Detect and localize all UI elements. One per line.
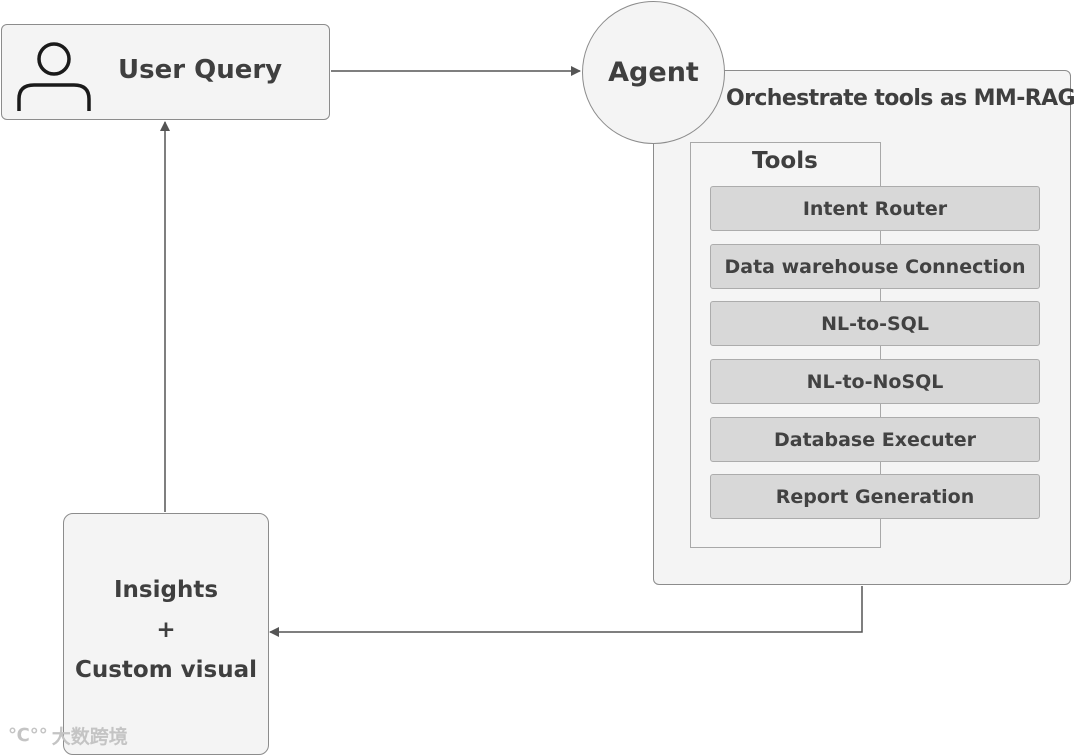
custom-visual-label: Custom visual bbox=[74, 657, 258, 683]
tool-nl-to-sql: NL-to-SQL bbox=[710, 301, 1040, 346]
agent-node: Agent bbox=[582, 1, 725, 144]
tool-data-warehouse-connection: Data warehouse Connection bbox=[710, 244, 1040, 289]
watermark: ℃°° 大数跨境 bbox=[8, 722, 128, 749]
tool-report-generation: Report Generation bbox=[710, 474, 1040, 519]
user-query-node: User Query bbox=[1, 24, 330, 120]
insights-node: Insights + Custom visual bbox=[63, 513, 269, 755]
watermark-text: 大数跨境 bbox=[51, 726, 128, 748]
plus-label: + bbox=[156, 617, 176, 643]
tool-intent-router: Intent Router bbox=[710, 186, 1040, 231]
tool-database-executer: Database Executer bbox=[710, 417, 1040, 462]
orchestrator-label: Orchestrate tools as MM-RAG bbox=[726, 86, 1076, 111]
user-query-label: User Query bbox=[118, 55, 283, 85]
tools-title: Tools bbox=[752, 148, 818, 174]
tool-nl-to-nosql: NL-to-NoSQL bbox=[710, 359, 1040, 404]
arrow-orchestrator-to-insights bbox=[269, 586, 863, 637]
logo-icon: ℃°° bbox=[8, 725, 48, 746]
insights-label: Insights bbox=[113, 577, 219, 603]
user-icon bbox=[16, 35, 92, 117]
